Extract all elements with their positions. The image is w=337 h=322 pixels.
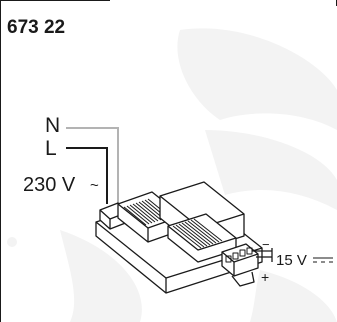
watermark-background	[7, 28, 337, 322]
dc-symbol	[313, 257, 333, 263]
front-ribs	[123, 198, 171, 226]
label-n: N	[45, 114, 60, 137]
ac-symbol: ~	[90, 177, 99, 194]
label-l: L	[45, 137, 57, 160]
label-output-voltage: 15 V	[276, 252, 307, 269]
wire-l	[66, 147, 108, 204]
top-ribs	[172, 218, 223, 249]
plus-symbol: +	[261, 269, 269, 285]
output-wires	[252, 248, 273, 262]
power-supply-device	[95, 181, 263, 294]
minus-symbol: −	[262, 237, 270, 252]
product-code: 673 22	[7, 17, 65, 38]
label-input-voltage: 230 V	[23, 174, 76, 196]
